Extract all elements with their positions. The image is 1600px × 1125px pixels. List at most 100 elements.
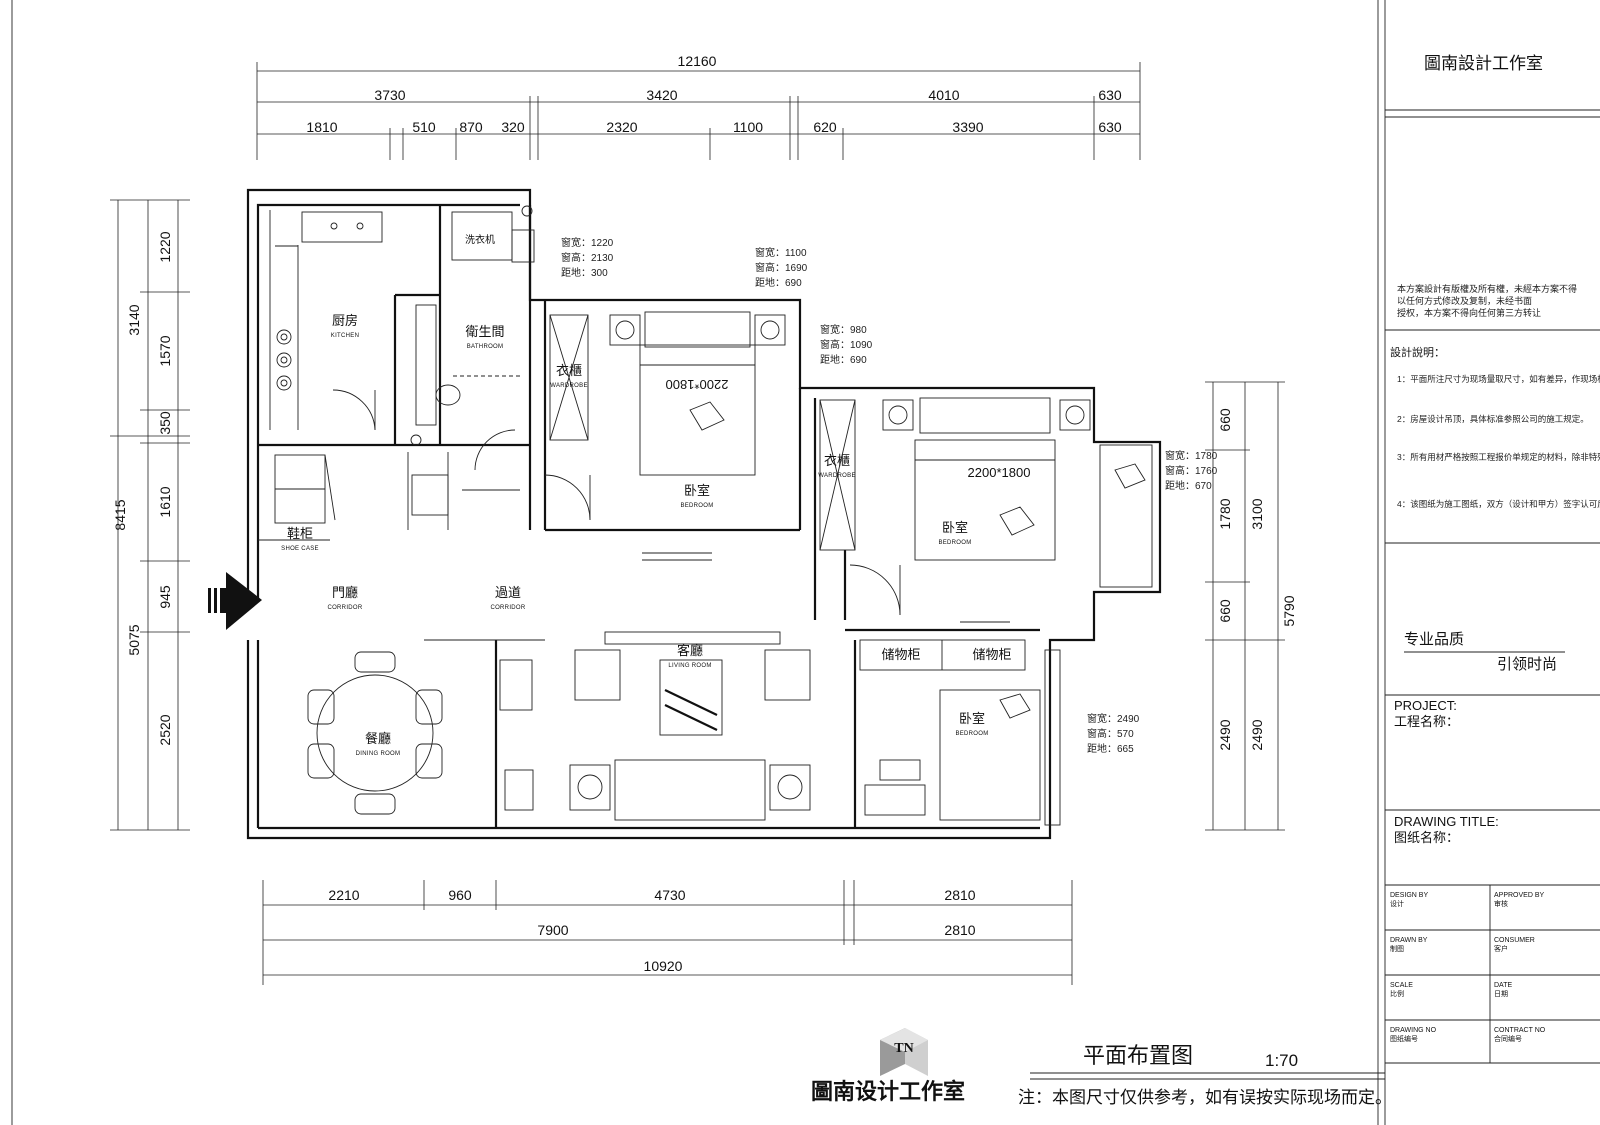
dim-left-detail-4: 1610	[157, 486, 173, 517]
window-note-3: 窗宽：980 窗高：1090 距地：690	[820, 323, 873, 366]
dim-bottom-1: 2210	[328, 887, 359, 903]
room-label-bathroom-en: BATHROOM	[467, 344, 504, 350]
door-swings	[332, 389, 1010, 623]
dim-left-total: 8415	[112, 499, 128, 530]
drawing-title-label-cn: 图纸名称：	[1394, 830, 1459, 845]
drawing-scale: 1:70	[1265, 1051, 1298, 1070]
cell-date: DATE	[1494, 982, 1512, 989]
svg-text:窗高：1690: 窗高：1690	[755, 261, 808, 274]
cell-consumer: CONSUMER	[1494, 937, 1535, 944]
svg-text:窗宽：2490: 窗宽：2490	[1087, 712, 1140, 725]
title-block	[1385, 109, 1600, 1064]
window-note-1: 窗宽：1220 窗高：2130 距地：300	[561, 236, 614, 279]
cell-approved-by-cn: 审核	[1494, 899, 1508, 908]
cell-consumer-cn: 客户	[1494, 944, 1508, 953]
dim-right-detail-2: 1780	[1217, 498, 1233, 529]
room-label-bedroom2: 卧室	[942, 520, 968, 535]
room-label-corridor2-en: CORRIDOR	[490, 605, 525, 611]
dim-top-detail-4: 320	[501, 119, 525, 135]
window-note-4: 窗宽：1780 窗高：1760 距地：670	[1165, 449, 1218, 492]
svg-text:窗宽：1100: 窗宽：1100	[755, 246, 807, 259]
svg-text:窗高：2130: 窗高：2130	[561, 251, 614, 264]
room-label-shoecase-en: SHOE CASE	[281, 546, 319, 552]
room-label-shoecase: 鞋柜	[287, 526, 313, 541]
dim-right-total: 5790	[1281, 595, 1297, 626]
room-label-wardrobe2: 衣櫃	[824, 453, 850, 468]
brand-name: 圖南设计工作室	[811, 1079, 965, 1104]
room-label-living: 客廳	[677, 643, 703, 658]
dim-right-detail-1: 660	[1217, 408, 1233, 432]
dim-top-mid-1: 3730	[374, 87, 405, 103]
bottom-dimension-lines	[262, 880, 1073, 985]
corridor-cabinet	[499, 659, 534, 811]
design-notes-title: 設計說明：	[1390, 345, 1445, 359]
dim-top-mid-4: 630	[1098, 87, 1122, 103]
cell-design-by: DESIGN BY	[1390, 892, 1428, 899]
room-label-wardrobe1: 衣櫃	[556, 363, 582, 378]
room-label-bathroom: 衛生間	[465, 324, 504, 339]
room-label-storage1: 储物柜	[881, 647, 920, 662]
room-label-kitchen: 厨房	[332, 313, 358, 328]
drawing-title: 平面布置图	[1083, 1043, 1193, 1068]
footer-note: 注：本图尺寸仅供参考，如有误按实际现场而定。	[1018, 1088, 1392, 1107]
cell-drawing-no-cn: 图纸编号	[1390, 1034, 1418, 1043]
slogan-quality: 专业品质	[1404, 631, 1464, 648]
brand-logo-text: TN	[894, 1041, 913, 1056]
svg-text:窗宽：1780: 窗宽：1780	[1165, 449, 1218, 462]
dim-left-mid-1: 3140	[126, 304, 142, 335]
entrance-arrow-icon	[208, 572, 262, 630]
svg-text:距地：300: 距地：300	[561, 266, 608, 279]
cell-scale: SCALE	[1390, 982, 1413, 989]
bed-bedroom2	[882, 397, 1153, 588]
room-label-dining-en: DINING ROOM	[356, 751, 401, 757]
dim-bottom-row2-1: 7900	[537, 922, 568, 938]
kitchen-counters	[269, 210, 383, 430]
drawing-title-label: DRAWING TITLE:	[1394, 814, 1499, 829]
design-note-4: 4：该图纸为施工图纸，双方（设计和甲方）签字认可后，方可施工。	[1397, 499, 1600, 509]
dim-left-mid-2: 5075	[126, 624, 142, 655]
room-label-wardrobe1-en: WARDROBE	[550, 383, 588, 389]
design-note-3: 3：所有用材严格按照工程报价单规定的材料，除非特殊说明，灯具规格甲方自行选购。	[1397, 452, 1600, 462]
dim-bottom-4: 2810	[944, 887, 975, 903]
cell-contract-no-cn: 合同编号	[1494, 1034, 1522, 1043]
dim-right-mid-1: 3100	[1249, 498, 1265, 529]
dim-left-detail-2: 1570	[157, 335, 173, 366]
svg-text:距地：665: 距地：665	[1087, 742, 1134, 755]
dim-top-detail-6: 1100	[733, 119, 763, 135]
room-label-dining: 餐廳	[365, 731, 391, 746]
dim-top-detail-7: 620	[813, 119, 837, 135]
room-label-corridor2: 過道	[495, 585, 521, 600]
slogan-fashion: 引领时尚	[1497, 656, 1557, 673]
bathroom-fixtures	[410, 205, 535, 516]
dim-bottom-total: 10920	[644, 958, 683, 974]
room-label-corridor1-en: CORRIDOR	[327, 605, 362, 611]
svg-text:距地：690: 距地：690	[820, 353, 867, 366]
wardrobe-bedroom1	[549, 314, 589, 441]
room-label-corridor1: 門廳	[332, 585, 358, 600]
dining-table	[307, 651, 443, 815]
top-dimension-lines	[256, 62, 1141, 160]
dim-left-detail-6: 2520	[157, 714, 173, 745]
cell-design-by-cn: 设计	[1390, 899, 1404, 908]
cell-drawn-by-cn: 制图	[1390, 944, 1404, 953]
dim-bottom-row2-2: 2810	[944, 922, 975, 938]
dim-left-detail-1: 1220	[157, 231, 173, 262]
window-note-5: 窗宽：2490 窗高：570 距地：665	[1087, 712, 1140, 755]
cell-date-cn: 日期	[1494, 990, 1508, 998]
svg-text:窗高：1090: 窗高：1090	[820, 338, 873, 351]
project-label-cn: 工程名称：	[1394, 714, 1459, 729]
room-label-bedroom1: 卧室	[684, 483, 710, 498]
room-label-wardrobe2-en: WARDROBE	[818, 473, 856, 479]
design-note-1: 1：平面所注尺寸为现场量取尺寸，如有差异，作现场核实。	[1397, 374, 1600, 384]
dim-top-detail-3: 870	[459, 119, 483, 135]
bed2-size-label: 2200*1800	[968, 465, 1031, 480]
room-label-bedroom3-en: BEDROOM	[955, 731, 988, 737]
svg-text:距地：690: 距地：690	[755, 276, 802, 289]
room-label-bedroom1-en: BEDROOM	[680, 503, 713, 509]
copyright-line-3: 授权，本方案不得向任何第三方转让	[1397, 307, 1541, 318]
dim-top-total: 12160	[678, 53, 717, 69]
svg-text:窗宽：980: 窗宽：980	[820, 323, 867, 336]
dim-left-detail-3: 350	[157, 411, 173, 435]
cell-scale-cn: 比例	[1390, 989, 1404, 998]
